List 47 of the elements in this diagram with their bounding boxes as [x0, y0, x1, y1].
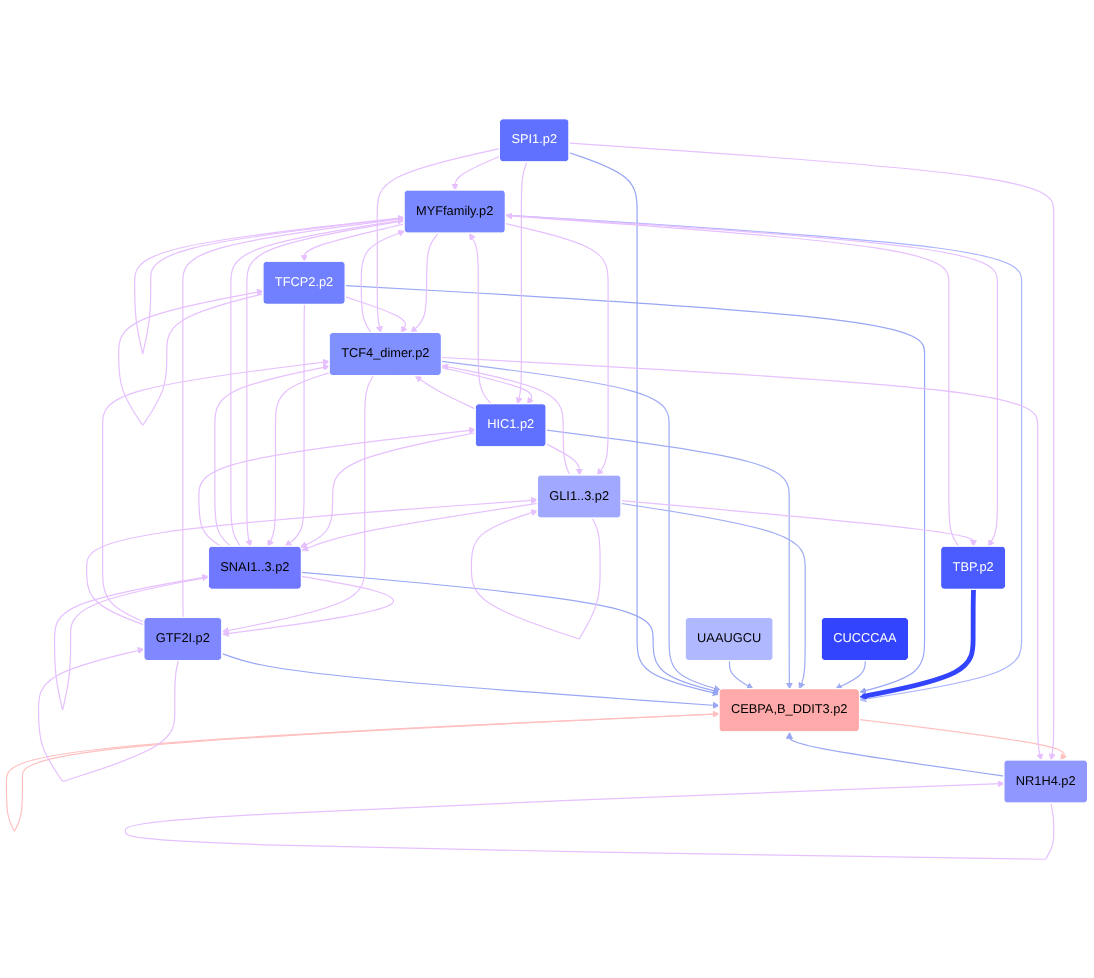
- arrow: [785, 731, 1005, 777]
- arrow: [124, 780, 1055, 860]
- arrow: [410, 232, 439, 334]
- arrow: [267, 372, 331, 547]
- arrow: [505, 223, 609, 476]
- arrow: [214, 364, 330, 548]
- arrow: [301, 502, 539, 552]
- arrow: [568, 142, 1056, 761]
- arrow: [102, 358, 330, 623]
- arrow: [469, 233, 493, 405]
- arrow: [86, 496, 538, 626]
- arrow: [5, 710, 720, 832]
- arrow: [835, 660, 866, 690]
- arrow: [441, 366, 534, 405]
- arrow: [859, 589, 976, 700]
- arrow: [441, 363, 571, 476]
- arrow: [620, 500, 977, 547]
- arrow: [620, 502, 806, 690]
- arrow: [118, 288, 264, 426]
- arrow: [53, 574, 210, 711]
- arrow: [568, 152, 720, 697]
- arrow: [221, 652, 720, 709]
- arrow: [470, 509, 601, 640]
- arrow: [221, 375, 374, 634]
- arrow: [545, 443, 583, 476]
- arrow: [728, 660, 754, 690]
- arrow: [345, 296, 408, 334]
- arrow: [134, 214, 406, 355]
- arrow: [441, 356, 1044, 761]
- arrow: [198, 426, 476, 548]
- arrow: [284, 304, 306, 547]
- arrow: [859, 718, 1068, 761]
- arrow: [301, 571, 720, 695]
- arrow: [451, 155, 501, 191]
- arrow: [515, 161, 528, 405]
- arrow: [37, 647, 179, 783]
- arrow: [300, 223, 406, 262]
- arrow: [182, 215, 405, 619]
- arrow: [505, 214, 1023, 703]
- arrow: [375, 148, 501, 334]
- arrow: [415, 375, 477, 410]
- arrow: [546, 429, 793, 690]
- arrow: [345, 284, 926, 694]
- arrow: [300, 432, 477, 548]
- arrow: [441, 360, 721, 692]
- arrow: [221, 575, 394, 637]
- arrow: [360, 230, 406, 334]
